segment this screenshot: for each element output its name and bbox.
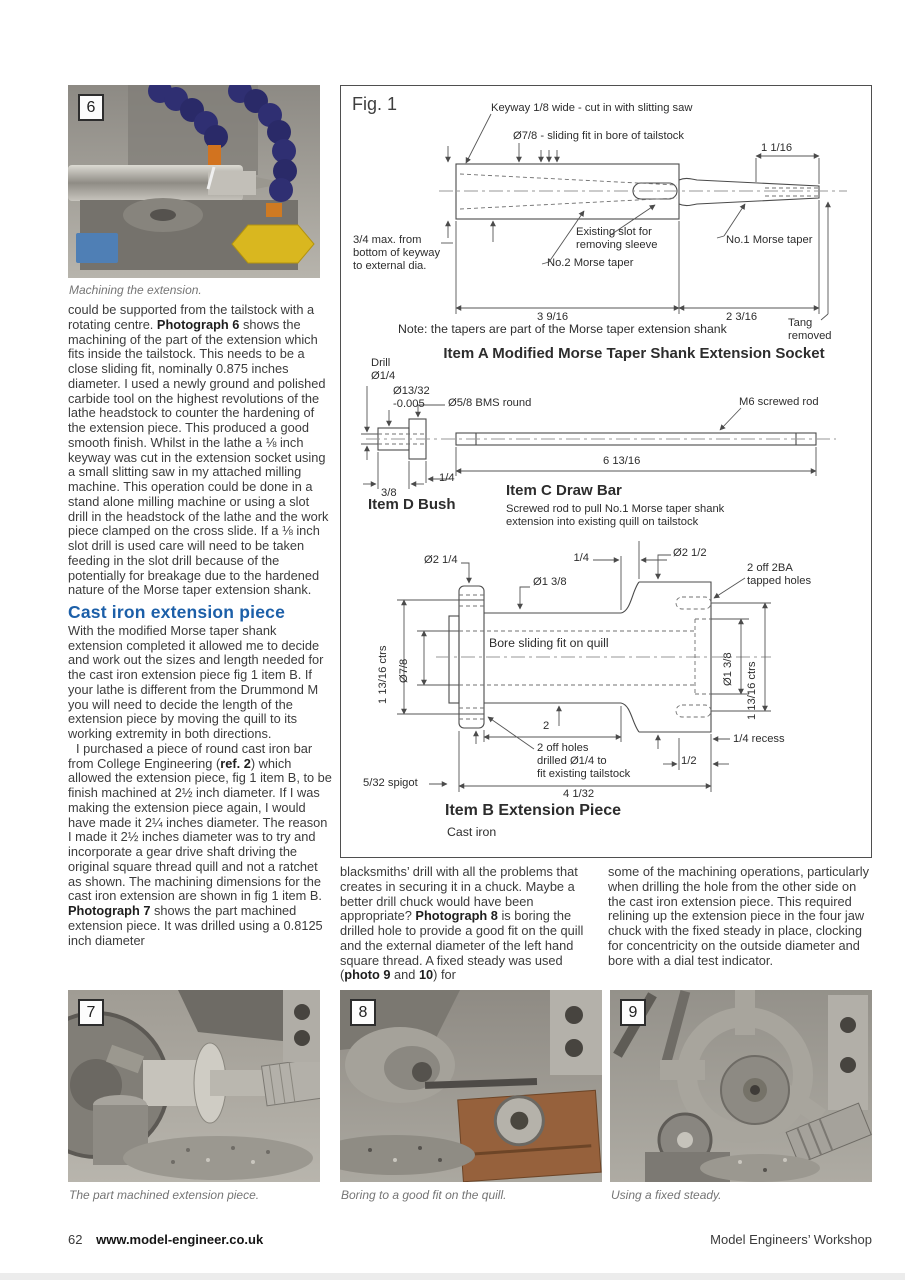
photo-7: 7 <box>68 990 320 1182</box>
photo-6-caption: Machining the extension. <box>69 283 202 297</box>
photo-9-number-badge: 9 <box>620 999 646 1026</box>
photo-6-image <box>68 85 320 278</box>
dim-1-3-8-right: Ø1 3/8 <box>722 652 734 686</box>
photo-9-caption: Using a fixed steady. <box>611 1188 722 1202</box>
photo-7-caption: The part machined extension piece. <box>69 1188 260 1202</box>
photo-8-number-badge: 8 <box>350 999 376 1026</box>
dim-2-1-4: Ø2 1/4 <box>424 554 458 566</box>
label-3-4-max: 3/4 max. from bottom of keyway to extern… <box>353 234 441 272</box>
item-d-title: Item D Bush <box>368 496 456 513</box>
item-c-title: Item C Draw Bar <box>506 482 622 499</box>
figure-1-drawing <box>361 113 847 792</box>
label-tang-removed: Tang removed <box>788 317 832 342</box>
photo-6-number-badge: 6 <box>78 94 104 121</box>
photo-6: 6 <box>68 85 320 278</box>
dim-3-8: 3/8 <box>381 487 397 499</box>
dim-3-9-16: 3 9/16 <box>537 311 569 323</box>
article-right-column: some of the machining operations, partic… <box>608 864 872 968</box>
paragraph-3: I purchased a piece of round cast iron b… <box>68 740 332 948</box>
scan-edge-strip <box>0 1273 905 1280</box>
photo-9-image <box>610 990 872 1182</box>
dim-2-3-16: 2 3/16 <box>726 311 758 323</box>
dim-1-4-top: 1/4 <box>573 552 589 564</box>
article-middle-column: blacksmiths’ drill with all the problems… <box>340 864 602 983</box>
photo-8-caption: Boring to a good fit on the quill. <box>341 1188 507 1202</box>
photo-8: 8 <box>340 990 602 1182</box>
label-2ba-tapped-holes: 2 off 2BA tapped holes <box>747 562 812 587</box>
paragraph-4: blacksmiths’ drill with all the problems… <box>340 864 584 983</box>
photo-7-number-badge: 7 <box>78 999 104 1026</box>
page-number: 62 <box>68 1232 83 1247</box>
dim-7-8: Ø7/8 <box>398 658 410 683</box>
label-spigot: 5/32 spigot <box>363 777 418 789</box>
label-bore-tailstock: Ø7/8 - sliding fit in bore of tailstock <box>513 130 684 142</box>
fig-1-label: Fig. 1 <box>352 94 398 114</box>
dim-1-2: 1/2 <box>681 755 697 767</box>
photo-9: 9 <box>610 990 872 1182</box>
label-drill-quarter: Drill Ø1/4 <box>371 357 396 382</box>
label-13-32: Ø13/32 -0.005 <box>393 385 430 410</box>
label-existing-slot: Existing slot for removing sleeve <box>576 226 658 251</box>
label-2-off-holes: 2 off holes drilled Ø1/4 to fit existing… <box>537 742 631 780</box>
dim-2: 2 <box>543 720 550 732</box>
footer-left: 62 www.model-engineer.co.uk <box>68 1232 263 1247</box>
article-left-column: could be supported from the tailstock wi… <box>68 302 332 948</box>
paragraph-2: With the modified Morse taper shank exte… <box>68 622 324 741</box>
paragraph-5: some of the machining operations, partic… <box>608 864 870 968</box>
section-heading-cast-iron: Cast iron extension piece <box>68 602 286 622</box>
website-url: www.model-engineer.co.uk <box>96 1232 264 1247</box>
page-footer: 62 www.model-engineer.co.uk Model Engine… <box>68 1232 872 1247</box>
note-tapers: Note: the tapers are part of the Morse t… <box>398 322 727 336</box>
label-m6-rod: M6 screwed rod <box>739 396 819 408</box>
magazine-title: Model Engineers’ Workshop <box>710 1232 872 1247</box>
label-no1-morse-taper: No.1 Morse taper <box>726 234 813 246</box>
item-b-material: Cast iron <box>447 825 497 839</box>
item-c-description: Screwed rod to pull No.1 Morse taper sha… <box>506 503 725 528</box>
item-a-title: Item A Modified Morse Taper Shank Extens… <box>443 345 825 362</box>
label-keyway: Keyway 1/8 wide - cut in with slitting s… <box>491 102 693 114</box>
dim-1-4-recess: 1/4 recess <box>733 733 785 745</box>
dim-1-3-8-top: Ø1 3/8 <box>533 576 567 588</box>
paragraph-1: could be supported from the tailstock wi… <box>68 302 329 598</box>
dim-6-13-16: 6 13/16 <box>603 455 641 467</box>
dim-4-1-32: 4 1/32 <box>563 788 595 800</box>
dim-2-1-2: Ø2 1/2 <box>673 547 707 559</box>
dim-1-4-bush: 1/4 <box>439 472 455 484</box>
item-b-title: Item B Extension Piece <box>445 802 622 819</box>
label-bms-round: Ø5/8 BMS round <box>448 397 532 409</box>
label-no2-morse-taper: No.2 Morse taper <box>547 257 634 269</box>
dim-ctrs-right: 1 13/16 ctrs <box>746 661 758 720</box>
figure-1: Fig. 1 Keyway 1/8 wide - cut in with sli… <box>340 85 872 858</box>
dim-ctrs-left: 1 13/16 ctrs <box>377 645 389 704</box>
photo-8-image <box>340 990 602 1182</box>
label-bore-sliding-fit: Bore sliding fit on quill <box>489 636 609 650</box>
dim-1-1-16: 1 1/16 <box>761 142 793 154</box>
photo-7-image <box>68 990 320 1182</box>
